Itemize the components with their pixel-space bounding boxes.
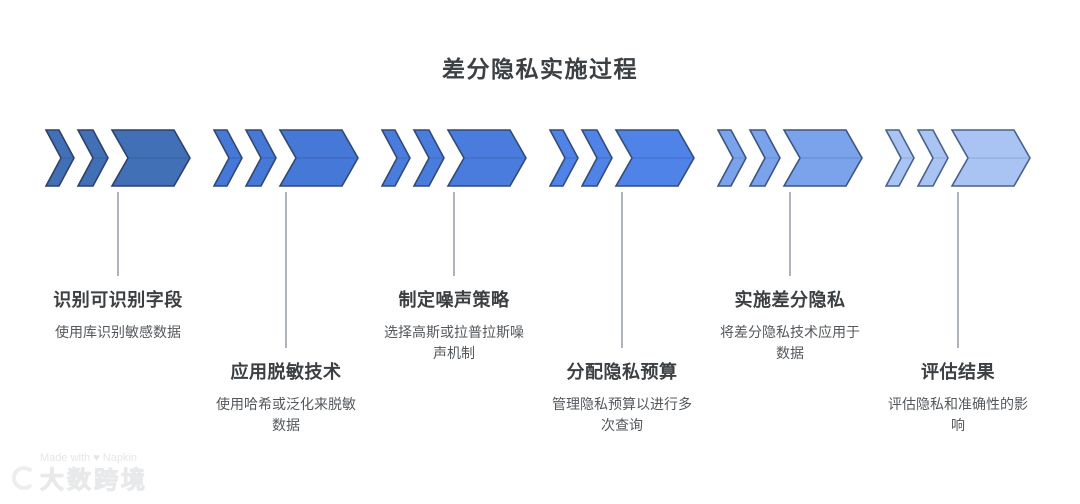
step-description: 评估隐私和准确性的影响 xyxy=(888,396,1028,433)
connector-line xyxy=(285,192,287,348)
chevron-arrows-icon xyxy=(213,129,359,187)
chevron-small-2-icon xyxy=(76,129,109,187)
step-description: 将差分隐私技术应用于数据 xyxy=(720,324,860,361)
chevron-small-2-icon xyxy=(916,129,949,187)
chevron-arrows-icon xyxy=(381,129,527,187)
step-title: 实施差分隐私 xyxy=(734,290,846,310)
step-description: 使用哈希或泛化来脱敏数据 xyxy=(216,396,356,433)
step-description: 管理隐私预算以进行多次查询 xyxy=(552,396,692,433)
connector-line xyxy=(453,192,455,276)
step-column-2: 应用脱敏技术 使用哈希或泛化来脱敏数据 xyxy=(196,129,376,436)
chevron-small-2-icon xyxy=(412,129,445,187)
connector-line xyxy=(957,192,959,348)
step-title: 识别可识别字段 xyxy=(53,290,183,310)
chevron-arrows-icon xyxy=(885,129,1031,187)
step-column-3: 制定噪声策略 选择高斯或拉普拉斯噪声机制 xyxy=(364,129,544,364)
page-title: 差分隐私实施过程 xyxy=(442,56,638,82)
step-title: 制定噪声策略 xyxy=(398,290,510,310)
connector-line xyxy=(117,192,119,276)
chevron-arrows-icon xyxy=(45,129,191,187)
connector-line xyxy=(789,192,791,276)
step-column-4: 分配隐私预算 管理隐私预算以进行多次查询 xyxy=(532,129,712,436)
chevron-arrows-icon xyxy=(549,129,695,187)
step-title: 应用脱敏技术 xyxy=(230,362,342,382)
step-column-5: 实施差分隐私 将差分隐私技术应用于数据 xyxy=(700,129,880,364)
chevron-small-2-icon xyxy=(580,129,613,187)
step-description: 选择高斯或拉普拉斯噪声机制 xyxy=(384,324,524,361)
step-description: 使用库识别敏感数据 xyxy=(55,324,181,340)
step-title: 评估结果 xyxy=(921,362,995,382)
connector-line xyxy=(621,192,623,348)
step-title: 分配隐私预算 xyxy=(566,362,678,382)
step-column-1: 识别可识别字段 使用库识别敏感数据 xyxy=(28,129,208,343)
chevron-arrows-icon xyxy=(717,129,863,187)
chevron-small-2-icon xyxy=(244,129,277,187)
brand-logo-icon xyxy=(12,465,36,490)
watermark: Made with ♥ Napkin 大数跨境 xyxy=(12,452,148,496)
brand-name: 大数跨境 xyxy=(40,467,148,495)
napkin-credit: Made with ♥ Napkin xyxy=(40,452,138,464)
step-column-6: 评估结果 评估隐私和准确性的影响 xyxy=(868,129,1048,436)
chevron-small-2-icon xyxy=(748,129,781,187)
